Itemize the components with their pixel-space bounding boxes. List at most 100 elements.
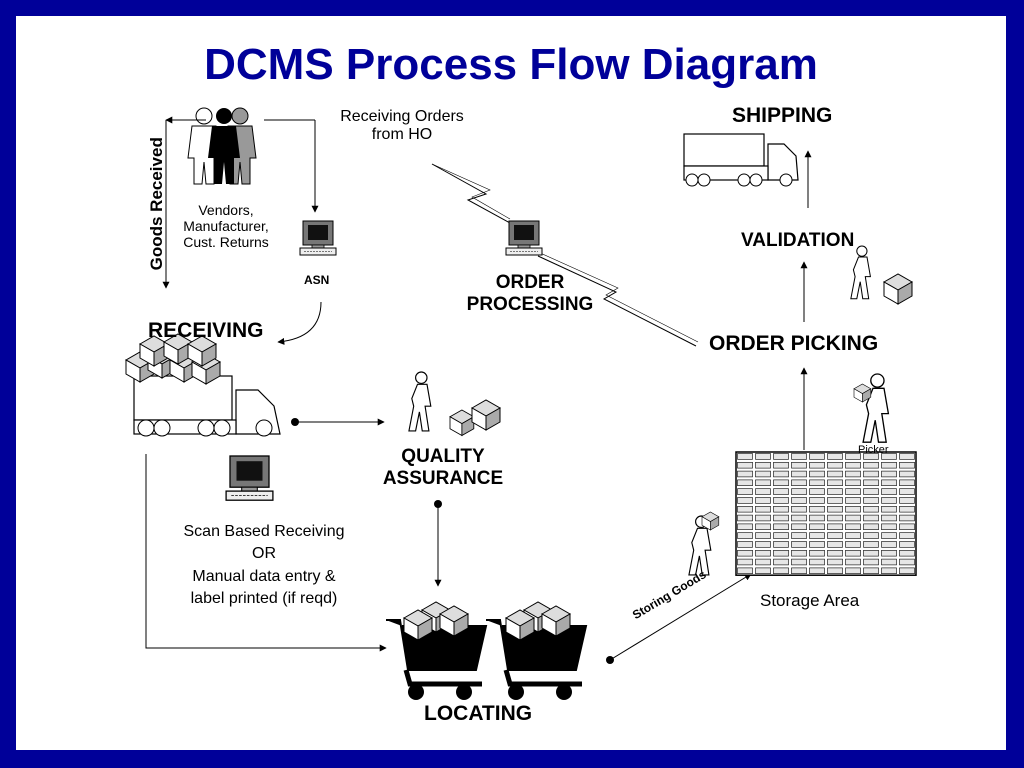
receiving-orders-line1: Receiving Orders [340, 108, 464, 125]
shelf-cell [845, 461, 861, 469]
truck-icon [683, 133, 799, 187]
shelf-cell [845, 523, 861, 530]
validation-label: VALIDATION [741, 230, 855, 251]
shelf-cell [809, 470, 825, 478]
shelf-cell [899, 567, 915, 575]
quality-assurance-label: QUALITY ASSURANCE [366, 446, 520, 490]
shelf-cell [881, 541, 897, 548]
receiving-label: RECEIVING [148, 319, 264, 342]
shelf-cell [773, 488, 789, 495]
shelf-cell [755, 523, 771, 530]
shelf-cell [899, 514, 915, 522]
shelf-cell [863, 505, 879, 513]
shelf-cell [881, 453, 897, 460]
shelf-cell [863, 549, 879, 557]
shelf-cell [737, 470, 753, 478]
shelf-cell [809, 558, 825, 566]
shelf-cell [863, 523, 879, 530]
shelf-cell [755, 558, 771, 566]
shelf-cell [881, 497, 897, 504]
computer-icon [505, 220, 543, 256]
shelf-cell [827, 497, 843, 504]
shelf-cell [899, 470, 915, 478]
shelf-cell [809, 523, 825, 530]
shelf-cell [881, 488, 897, 495]
diagram-art [125, 107, 917, 700]
shelf-cell [737, 479, 753, 486]
shelf-cell [773, 453, 789, 460]
vendors-line2: Manufacturer, [183, 218, 269, 235]
order-processing-line2: PROCESSING [466, 293, 594, 315]
shelf-cell [737, 549, 753, 557]
shelf-cell [737, 497, 753, 504]
shelf-cell [899, 532, 915, 539]
order-picking-label: ORDER PICKING [709, 332, 879, 355]
worker-icon [408, 371, 432, 432]
shelf-cell [827, 505, 843, 513]
shelf-cell [899, 461, 915, 469]
shelf-cell [827, 541, 843, 548]
shelf-cell [863, 479, 879, 486]
shelf-cell [881, 532, 897, 539]
shelf-cell [863, 461, 879, 469]
shelf-cell [881, 479, 897, 486]
vendors-label: Vendors, Manufacturer, Cust. Returns [166, 202, 286, 250]
shelf-cell [863, 514, 879, 522]
shelf-cell [755, 541, 771, 548]
shelf-cell [845, 453, 861, 460]
shelf-cell [899, 505, 915, 513]
shelf-cell [863, 532, 879, 539]
shelf-cell [863, 541, 879, 548]
shelf-cell [827, 453, 843, 460]
page-title: DCMS Process Flow Diagram [204, 40, 818, 89]
shelf-cell [881, 558, 897, 566]
shelf-cell [773, 558, 789, 566]
computer-icon [299, 220, 337, 256]
shelf-cell [827, 514, 843, 522]
shelf-cell [737, 558, 753, 566]
shelf-cell [773, 497, 789, 504]
shelf-cell [809, 453, 825, 460]
shelf-cell [881, 549, 897, 557]
shelf-cell [827, 532, 843, 539]
shelf-cell [827, 567, 843, 575]
shelf-cell [791, 470, 807, 478]
shelf-cell [755, 532, 771, 539]
scan-line1: Scan Based Receiving [183, 523, 345, 540]
shelf-cell [845, 470, 861, 478]
asn-to-receiving-arrow [277, 301, 322, 345]
shelf-cell [755, 505, 771, 513]
quality-line1: QUALITY [401, 446, 485, 467]
shelf-cell [737, 461, 753, 469]
shelf-cell [755, 470, 771, 478]
shelf-cell [755, 479, 771, 486]
shelf-cell [791, 549, 807, 557]
shelf-cell [845, 505, 861, 513]
computer-icon [225, 455, 274, 501]
shelf-cell [773, 532, 789, 539]
shelf-cell [737, 505, 753, 513]
shelf-cell [737, 541, 753, 548]
shelf-cell [899, 549, 915, 557]
shelf-cell [809, 479, 825, 486]
truck-icon [133, 375, 281, 437]
shelf-cell [791, 453, 807, 460]
shelf-cell [881, 505, 897, 513]
storing-goods-arrow [609, 573, 752, 661]
goods-received-label: Goods Received [146, 137, 166, 271]
shelf-cell [899, 497, 915, 504]
shelf-cell [791, 461, 807, 469]
shelf-cell [863, 488, 879, 495]
shelf-cell [737, 514, 753, 522]
shelf-cell [809, 497, 825, 504]
shelf-cell [881, 523, 897, 530]
shelf-cell [755, 488, 771, 495]
shelf-cell [845, 567, 861, 575]
shelf-cell [791, 488, 807, 495]
shelf-cell [827, 549, 843, 557]
shelf-cell [755, 461, 771, 469]
shelf-cell [773, 514, 789, 522]
shelf-cell [845, 532, 861, 539]
shipping-label: SHIPPING [732, 104, 833, 127]
receiving-orders-line2: from HO [371, 126, 433, 144]
